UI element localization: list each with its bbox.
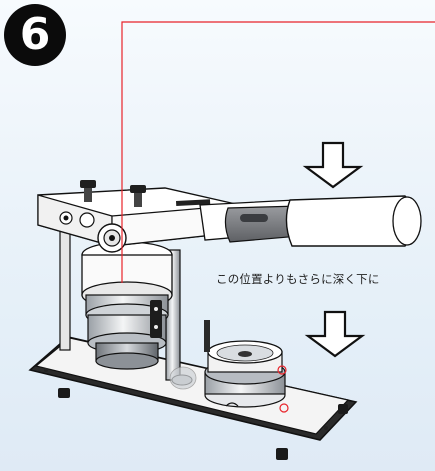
marker-a-icon: [277, 365, 287, 375]
guide-line: [121, 21, 435, 283]
press-head: [37, 180, 241, 253]
upper-die-stack: [81, 241, 173, 370]
down-arrow-icon: [304, 310, 366, 358]
base-plate: [28, 336, 358, 460]
lower-die: [204, 320, 289, 413]
press-handle: [199, 195, 422, 247]
marker-b-icon: [279, 403, 289, 413]
instruction-text: この位置よりもさらに深く下に: [216, 272, 380, 286]
down-arrow-icon: [302, 141, 364, 189]
step-number-badge: 6: [4, 4, 66, 66]
